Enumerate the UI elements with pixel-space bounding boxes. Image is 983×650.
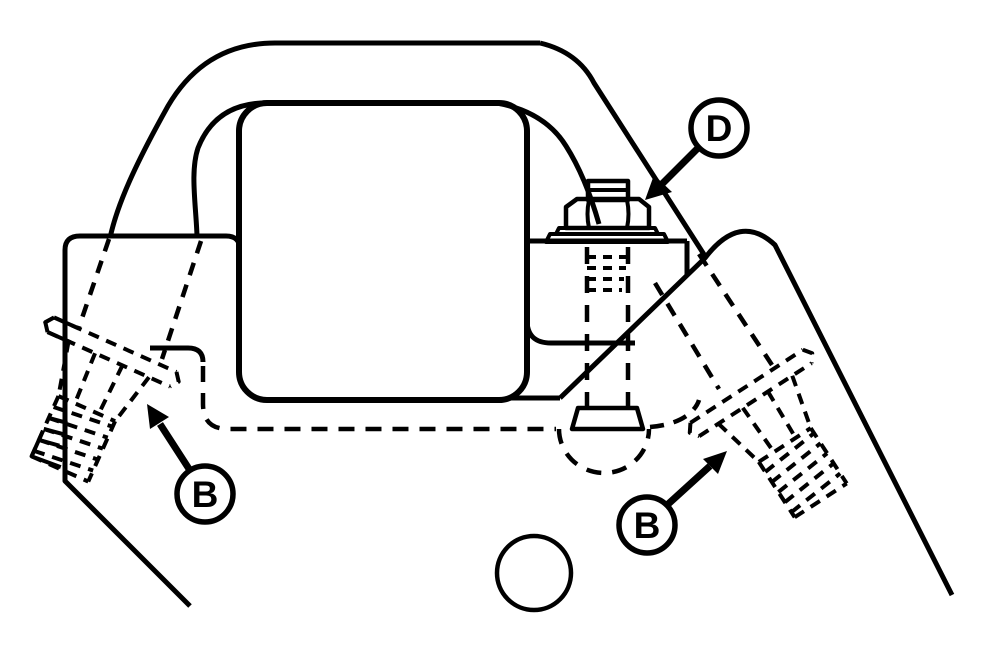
hex-nut-facet-left: [585, 199, 591, 229]
boss-bottom-edge: [524, 319, 635, 346]
callout-b-right-arrow-shaft: [663, 463, 713, 509]
callout-arrows: [147, 144, 727, 509]
callout-label-b-left: B: [192, 474, 219, 515]
lower-hole: [494, 533, 574, 613]
left-bolt-b: [29, 315, 181, 484]
right-hidden-shank-2: [697, 252, 774, 367]
callout-d-arrow-shaft: [659, 144, 702, 187]
seat-hidden-hook: [649, 399, 702, 430]
right-flap-outline: [558, 228, 955, 597]
hex-nut: [563, 196, 652, 231]
right-bolt-threads: [757, 427, 849, 519]
callout-label-d: D: [706, 108, 733, 149]
center-bolt-head: [569, 405, 646, 432]
callout-b-left-arrow-shaft: [157, 422, 194, 474]
right-hidden-shank-1: [653, 281, 721, 391]
arch-outer-right: [539, 40, 708, 258]
arch-hidden-right-edge: [159, 240, 204, 360]
seat-hidden-edge: [200, 366, 556, 432]
center-shank-threads: [587, 255, 628, 292]
callout-b-left-arrowhead: [147, 404, 169, 429]
callout-label-b-right: B: [634, 505, 661, 546]
arch-inner-left: [191, 100, 263, 237]
right-bolt-flange: [687, 347, 815, 439]
center-bolt-hole-arc: [556, 428, 652, 476]
callout-circle-d: [688, 97, 750, 159]
right-bolt-hex-head: [717, 375, 813, 464]
callout-circle-b-left: [174, 463, 236, 525]
seat-left-edge: [150, 345, 206, 363]
callout-circle-b-right: [616, 494, 678, 556]
arch-hidden-left-edge: [76, 238, 112, 328]
center-fastener-d: [544, 178, 670, 432]
left-bolt-visible-edge: [29, 315, 80, 469]
left-bolt-flange: [43, 315, 181, 389]
washer-flange: [544, 232, 670, 244]
mount-body: [236, 100, 530, 403]
right-bolt-b: [687, 347, 849, 519]
left-bolt-hex-head: [56, 341, 151, 424]
callout-b-right-arrowhead: [703, 451, 727, 474]
callout-d-arrowhead: [645, 175, 672, 200]
arch-outer-left: [107, 40, 540, 239]
hex-nut-facet-right: [625, 199, 631, 229]
